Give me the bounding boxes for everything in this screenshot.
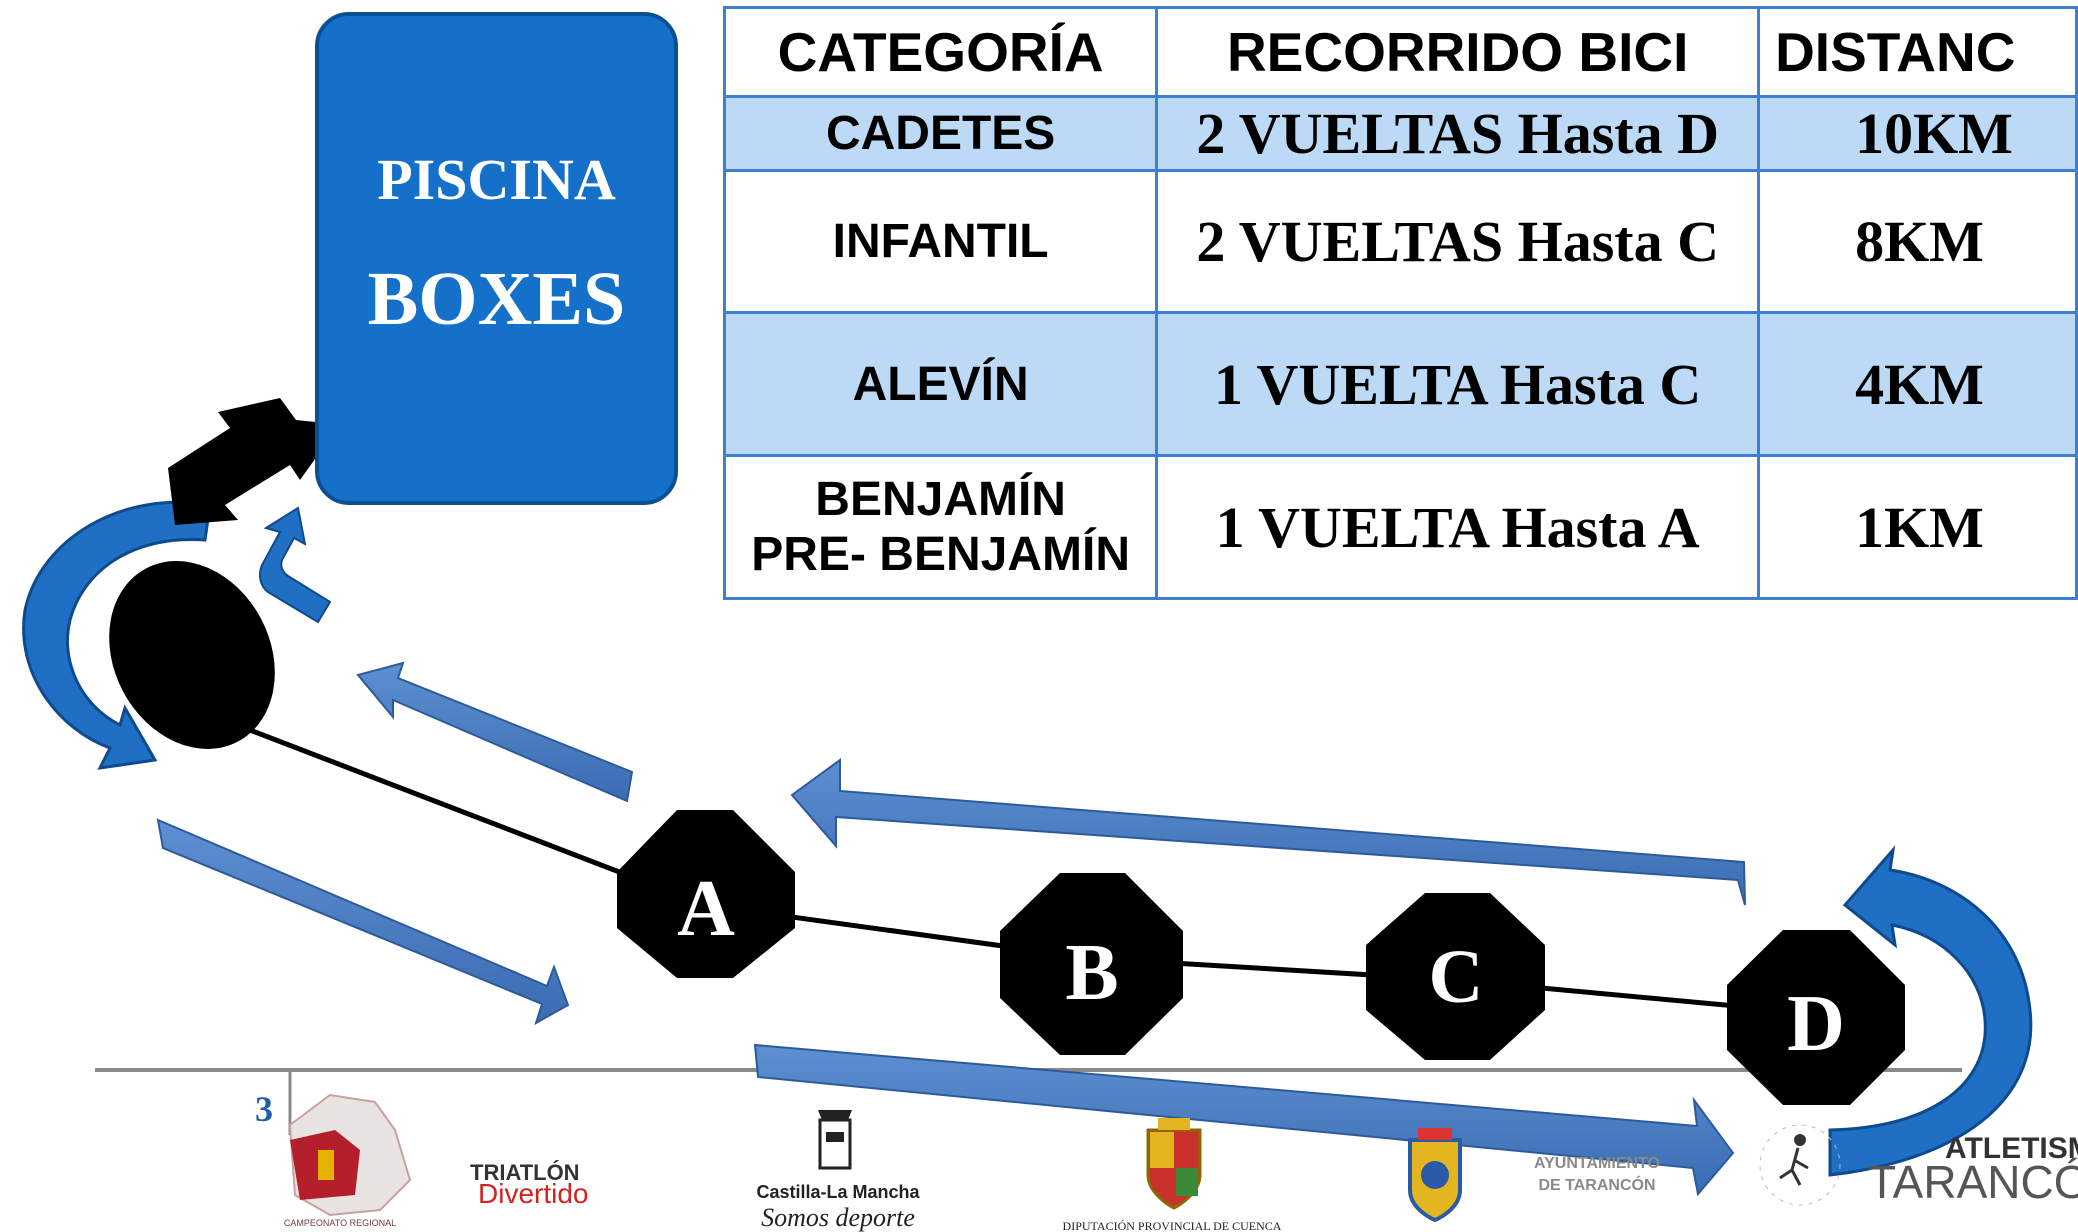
point-a-marker — [617, 810, 795, 978]
point-b-label: B — [1065, 929, 1118, 1017]
point-b-marker — [1000, 873, 1183, 1055]
boxes-link-double-arrow — [168, 398, 345, 525]
piscina-boxes-block: PISCINA BOXES — [315, 12, 678, 505]
u-turn-arrow-oval — [22, 500, 212, 770]
categoria-line: INFANTIL — [832, 215, 1049, 268]
point-d-label: D — [1787, 980, 1845, 1068]
point-c-label: C — [1429, 935, 1484, 1019]
exit-arrow-boxes — [259, 506, 332, 624]
transition-oval — [109, 561, 275, 749]
point-c-marker — [1366, 893, 1545, 1060]
cell-distancia: 8KM — [1757, 169, 2078, 314]
piscina-label: PISCINA — [377, 147, 616, 212]
cell-distancia: 1KM — [1757, 454, 2078, 600]
cell-categoria: ALEVÍN — [722, 311, 1159, 457]
cell-distancia: 10KM — [1757, 95, 2078, 172]
cell-recorrido: 2 VUELTAS Hasta D — [1155, 95, 1761, 172]
categoria-line: BENJAMÍN — [815, 473, 1066, 526]
header-recorrido: RECORRIDO BICI — [1155, 6, 1761, 98]
cell-categoria: CADETES — [722, 95, 1159, 172]
page-number: 3 — [255, 1089, 273, 1129]
outbound-arrow-short — [156, 818, 570, 1026]
cell-recorrido: 2 VUELTAS Hasta C — [1155, 169, 1761, 314]
category-table: CATEGORÍA RECORRIDO BICI DISTANC CADETES… — [722, 6, 2078, 600]
point-d-marker — [1727, 930, 1905, 1105]
point-a-label: A — [677, 865, 735, 953]
table-header-row: CATEGORÍA RECORRIDO BICI DISTANC — [722, 6, 2078, 98]
cell-distancia: 4KM — [1757, 311, 2078, 457]
boxes-label: BOXES — [367, 257, 626, 341]
categoria-line: PRE- BENJAMÍN — [751, 528, 1130, 581]
cell-recorrido: 1 VUELTA Hasta C — [1155, 311, 1761, 457]
return-arrow-short — [356, 661, 634, 803]
categoria-line: CADETES — [825, 107, 1056, 160]
outbound-arrow-long — [753, 1043, 1735, 1197]
header-categoria: CATEGORÍA — [722, 6, 1159, 98]
cell-recorrido: 1 VUELTA Hasta A — [1155, 454, 1761, 600]
return-arrow-long — [790, 758, 1746, 906]
cell-categoria: INFANTIL — [722, 169, 1159, 314]
header-distancia: DISTANC — [1757, 6, 2078, 98]
u-turn-arrow-d — [1828, 845, 2033, 1177]
categoria-line: ALEVÍN — [852, 357, 1029, 411]
